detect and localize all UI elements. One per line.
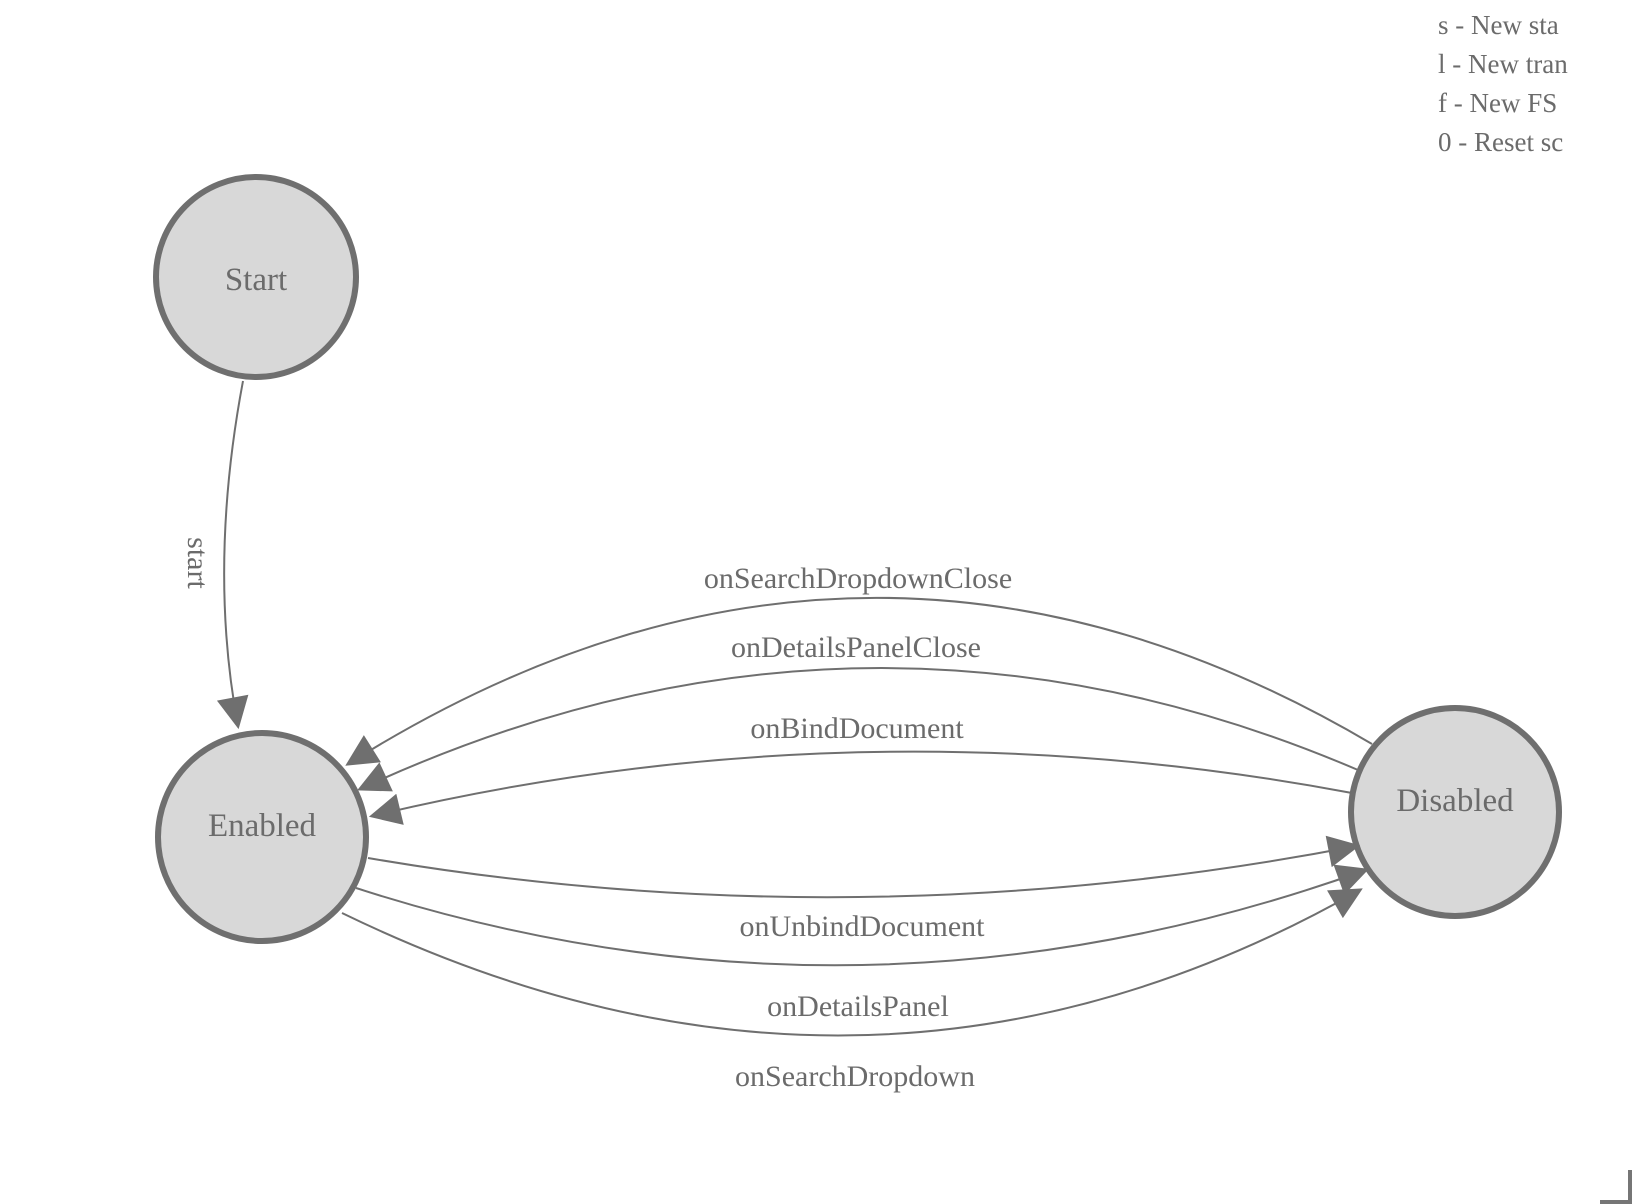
canvas-corner-handle [1600,1170,1632,1204]
legend-line-new-transition: l - New tran [1438,49,1568,79]
transition-edge-onDetailsPanel[interactable] [355,864,1370,967]
transition-label-onSearchDropdownClose: onSearchDropdownClose [704,562,1012,595]
transition-label-start: start [181,537,214,589]
transition-label-onUnbindDocument: onUnbindDocument [740,910,986,943]
state-label-disabled: Disabled [1396,783,1514,819]
transition-edge-start[interactable] [216,380,249,730]
transition-edge-onBindDocument[interactable] [368,750,1353,825]
legend-line-new-fsm: f - New FS [1438,88,1558,118]
transition-label-onDetailsPanel: onDetailsPanel [767,990,949,1023]
transition-edge-onUnbindDocument[interactable] [367,835,1361,899]
state-label-enabled: Enabled [208,808,317,844]
transition-label-onBindDocument: onBindDocument [750,712,964,745]
transition-edge-onDetailsPanelClose[interactable] [357,667,1359,792]
transition-edge-onSearchDropdownClose[interactable] [345,596,1373,766]
legend-line-new-state: s - New sta [1438,10,1559,40]
transition-label-onDetailsPanelClose: onDetailsPanelClose [731,631,981,664]
state-label-start: Start [225,262,287,298]
transition-label-onSearchDropdown: onSearchDropdown [735,1060,975,1093]
legend-line-reset-scale: 0 - Reset sc [1438,127,1564,157]
state-node-disabled[interactable]: Disabled [1348,705,1562,919]
transition-edge-onSearchDropdown[interactable] [341,888,1363,1037]
state-node-enabled[interactable]: Enabled [155,730,369,944]
state-node-start[interactable]: Start [153,174,359,380]
keyboard-shortcuts-legend: s - New sta l - New tran f - New FS 0 - … [1438,6,1568,162]
